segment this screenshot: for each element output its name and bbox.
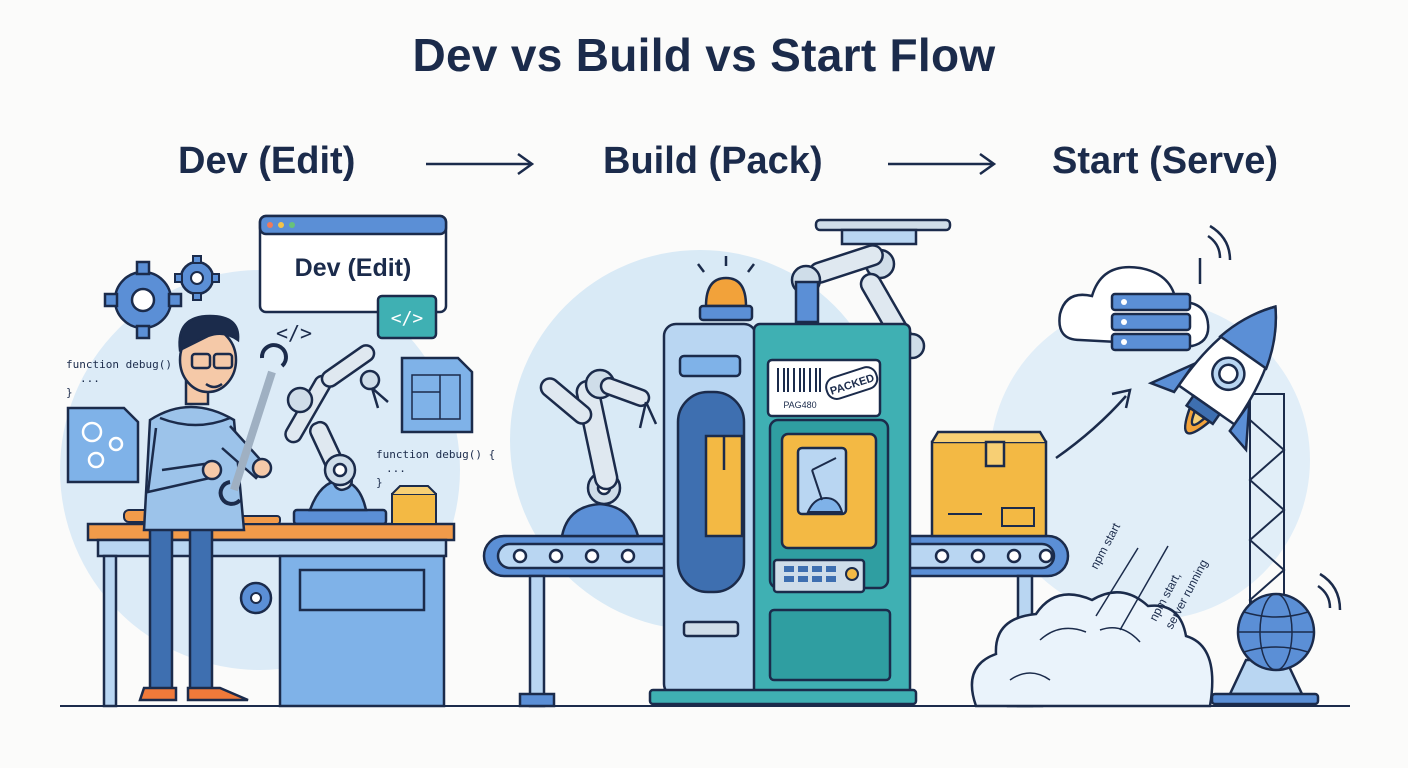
editor-window-label: Dev (Edit) [295,254,412,282]
wifi-signal-icon [1317,572,1342,611]
globe-icon [1210,592,1320,706]
stage-label-start: Start (Serve) [1052,140,1278,182]
code-tag-icon: </> [376,294,438,340]
gear-icon [103,260,183,340]
rocket-icon [1147,305,1278,453]
robot-arm-mini [806,457,844,513]
svg-text:function debug() {: function debug() { [66,358,185,371]
developer-person [138,314,273,702]
robot-arm-build [539,368,658,538]
flow-arrow-2 [888,152,997,176]
motion-lines [1095,545,1169,631]
barcode-label: PAG480 [777,368,821,410]
gear-icon [239,581,273,615]
code-snippet-right: function debug() { ... } [376,448,495,489]
settings-document-icon [66,406,140,484]
page-title: Dev vs Build vs Start Flow [412,29,996,81]
package-box-icon [930,430,1048,538]
launch-arrow [1055,388,1132,460]
code-tag-text: </> [276,321,312,345]
stage-label-dev: Dev (Edit) [178,140,356,182]
barcode-text: PAG480 [783,400,816,410]
editor-window: Dev (Edit) [258,214,448,314]
package-box-icon [704,434,744,538]
dev-section: Dev (Edit) </> </> function debug() { ..… [66,214,495,708]
svg-text:}: } [66,386,73,399]
gear-icon [174,255,220,301]
wrench-icon [218,343,288,506]
smoke-cloud [970,591,1214,708]
svg-text:...: ... [80,372,100,385]
svg-text:</>: </> [391,308,424,329]
svg-text:function debug() {: function debug() { [376,448,495,461]
blueprint-document-icon [400,356,474,434]
svg-text:...: ... [386,462,406,475]
flow-arrow-1 [426,152,535,176]
svg-text:}: } [376,476,383,489]
stage-label-build: Build (Pack) [603,140,823,182]
code-snippet-left: function debug() { ... } [66,358,185,399]
build-section: PAG480 PACKED [482,218,1070,708]
cloud-server-icon [1058,265,1210,352]
alarm-light-icon [697,256,755,322]
control-keypad [784,566,836,582]
start-section: npm start npm start, server running [970,224,1342,708]
robot-arm-dev [284,344,389,526]
package-box-icon [391,485,437,525]
wifi-signal-icon [1198,224,1232,284]
control-button [845,567,859,581]
